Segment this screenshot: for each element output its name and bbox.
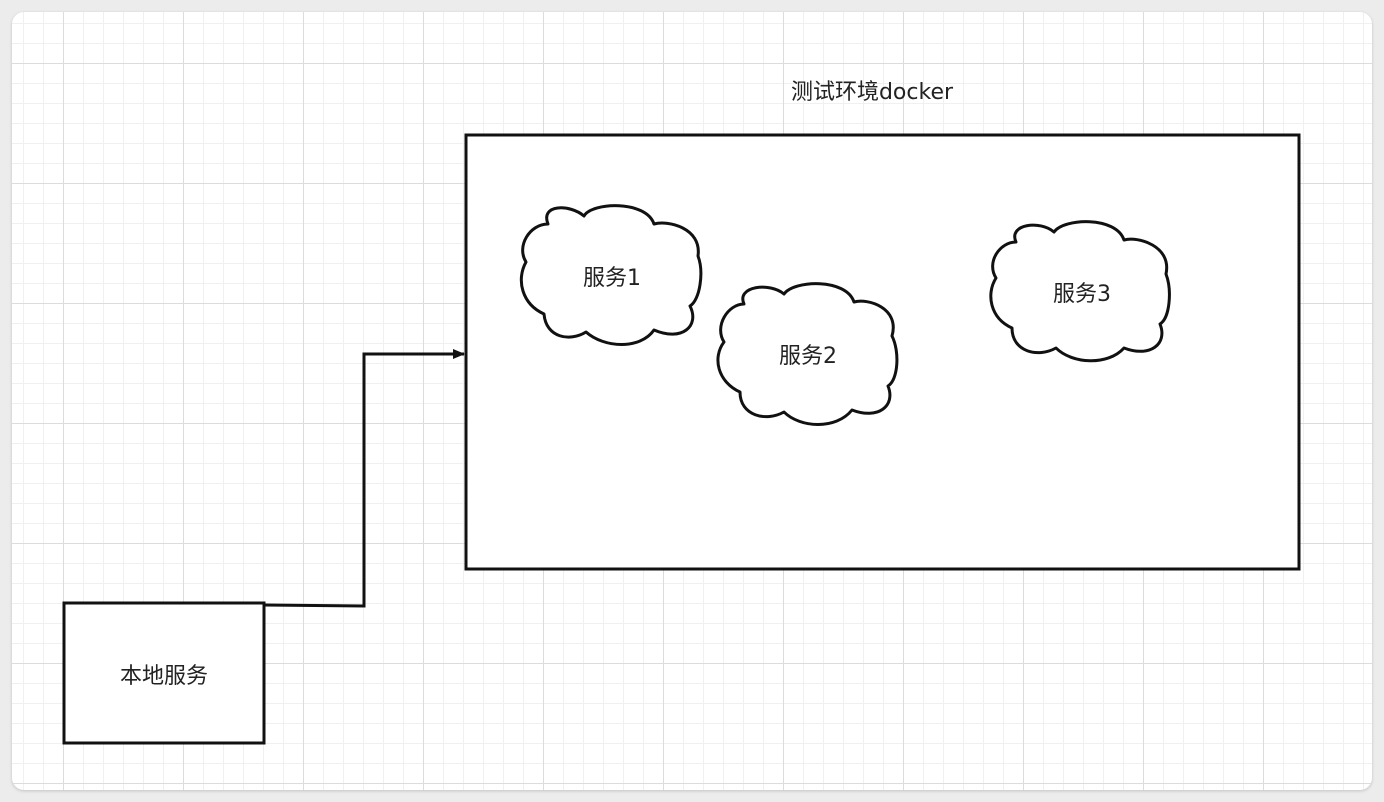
service-1-cloud[interactable]: 服务1 <box>519 204 703 346</box>
service-1-label: 服务1 <box>583 266 641 291</box>
service-3-cloud[interactable]: 服务3 <box>989 220 1171 363</box>
service-2-label: 服务2 <box>779 344 837 369</box>
service-2-cloud[interactable]: 服务2 <box>716 282 899 426</box>
connection-arrow[interactable] <box>263 349 465 608</box>
local-service-box[interactable]: 本地服务 <box>62 601 266 745</box>
docker-title: 测试环境docker <box>791 80 954 105</box>
local-service-label: 本地服务 <box>120 664 208 689</box>
service-3-label: 服务3 <box>1053 282 1111 307</box>
